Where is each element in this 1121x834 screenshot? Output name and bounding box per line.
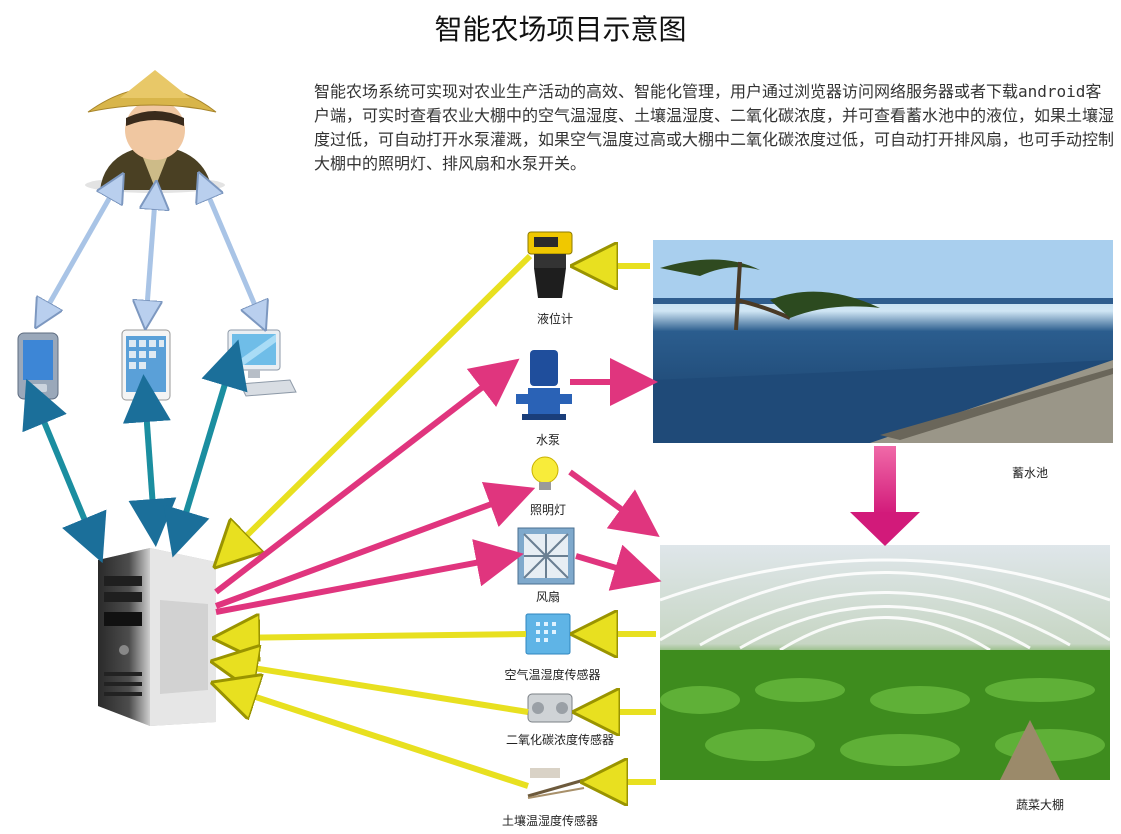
co2-sensor-icon <box>527 693 573 723</box>
user-arrows <box>40 190 262 322</box>
light-label: 照明灯 <box>529 503 566 517</box>
air-sensor-icon <box>525 613 571 655</box>
reservoir-label: 蓄水池 <box>1011 466 1048 480</box>
soil-sensor-label: 土壤温湿度传感器 <box>501 814 598 828</box>
co2-sensor-label: 二氧化碳浓度传感器 <box>505 733 614 747</box>
network-arrows <box>22 339 248 564</box>
fan-icon <box>517 527 575 585</box>
water-pump-icon <box>516 350 572 420</box>
farmer-icon <box>85 70 225 193</box>
level-gauge-icon <box>527 231 573 298</box>
water-pump-label: 水泵 <box>535 433 560 447</box>
description-text: 智能农场系统可实现对农业生产活动的高效、智能化管理，用户通过浏览器访问网络服务器… <box>314 82 1115 173</box>
light-bulb-icon <box>531 456 559 490</box>
sensor-input-arrows <box>222 256 656 786</box>
server-tower-icon <box>98 548 216 726</box>
level-gauge-label: 液位计 <box>536 312 573 326</box>
greenhouse-label: 蔬菜大棚 <box>1015 798 1064 812</box>
reservoir-to-greenhouse-arrow <box>850 446 920 546</box>
page-title: 智能农场项目示意图 <box>434 13 687 46</box>
soil-sensor-icon <box>527 768 585 799</box>
tablet-icon <box>121 329 171 401</box>
air-sensor-label: 空气温湿度传感器 <box>504 668 601 682</box>
reservoir-photo <box>653 240 1113 443</box>
fan-label: 风扇 <box>535 590 560 604</box>
greenhouse-photo <box>659 545 1111 780</box>
desktop-computer-icon <box>227 329 297 397</box>
smartphone-icon <box>17 332 59 400</box>
control-arrows <box>214 358 662 615</box>
